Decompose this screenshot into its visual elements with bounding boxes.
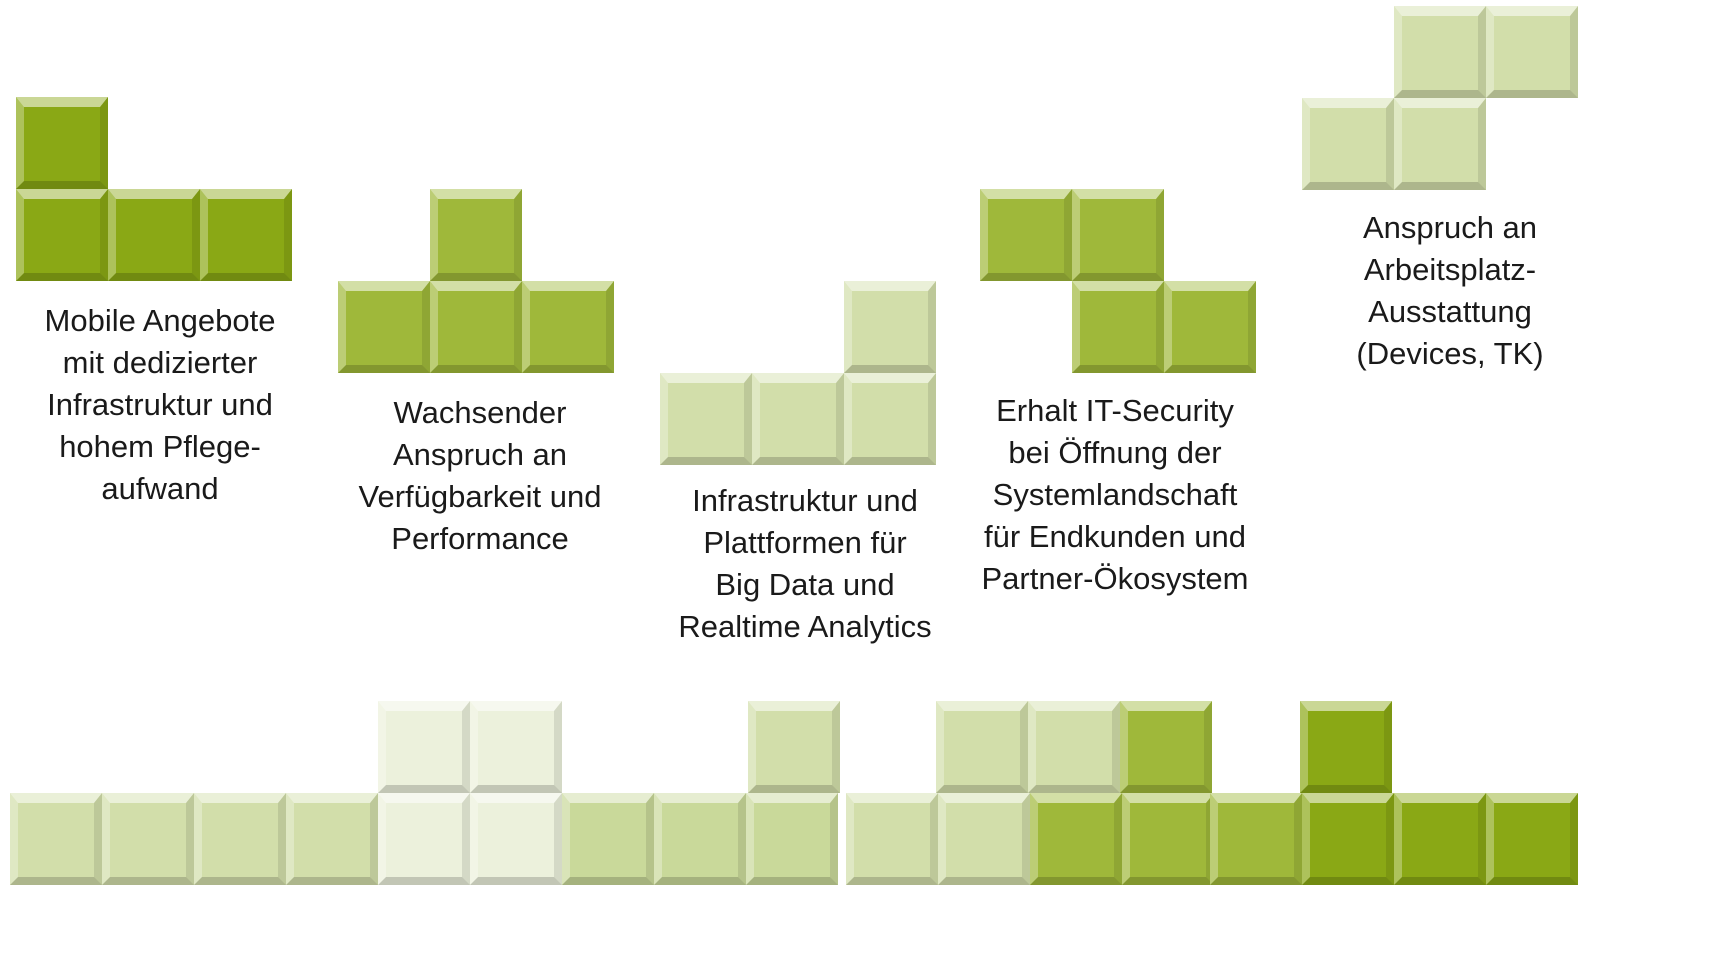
label-availability: Wachsender Anspruch an Verfügbarkeit und… xyxy=(358,395,602,556)
block xyxy=(1122,793,1214,885)
block xyxy=(108,189,200,281)
block xyxy=(286,793,378,885)
block xyxy=(1394,6,1486,98)
label-it-security: Erhalt IT-Security bei Öffnung der Syste… xyxy=(981,393,1249,596)
block xyxy=(844,281,936,373)
block xyxy=(1120,701,1212,793)
block xyxy=(1030,793,1122,885)
block xyxy=(1302,98,1394,190)
block xyxy=(1486,793,1578,885)
block xyxy=(1486,6,1578,98)
block xyxy=(430,281,522,373)
block xyxy=(1028,701,1120,793)
block xyxy=(470,701,562,793)
block xyxy=(936,701,1028,793)
block xyxy=(1072,189,1164,281)
block xyxy=(338,281,430,373)
block xyxy=(378,793,470,885)
block xyxy=(1394,793,1486,885)
block xyxy=(470,793,562,885)
block xyxy=(1072,281,1164,373)
block xyxy=(522,281,614,373)
block xyxy=(194,793,286,885)
block xyxy=(748,701,840,793)
block xyxy=(1302,793,1394,885)
block xyxy=(1394,98,1486,190)
block xyxy=(1210,793,1302,885)
block xyxy=(430,189,522,281)
block xyxy=(752,373,844,465)
block xyxy=(200,189,292,281)
block xyxy=(844,373,936,465)
block xyxy=(1164,281,1256,373)
label-workplace: Anspruch an Arbeitsplatz- Ausstattung (D… xyxy=(1356,210,1544,371)
block xyxy=(938,793,1030,885)
block xyxy=(1300,701,1392,793)
block xyxy=(378,701,470,793)
block xyxy=(980,189,1072,281)
block xyxy=(562,793,654,885)
label-big-data: Infrastruktur und Plattformen für Big Da… xyxy=(678,483,932,644)
block xyxy=(102,793,194,885)
label-mobile-offers: Mobile Angebote mit dedizierter Infrastr… xyxy=(44,303,276,506)
block xyxy=(846,793,938,885)
block xyxy=(746,793,838,885)
block xyxy=(16,189,108,281)
block xyxy=(10,793,102,885)
block xyxy=(654,793,746,885)
block xyxy=(660,373,752,465)
block xyxy=(16,97,108,189)
